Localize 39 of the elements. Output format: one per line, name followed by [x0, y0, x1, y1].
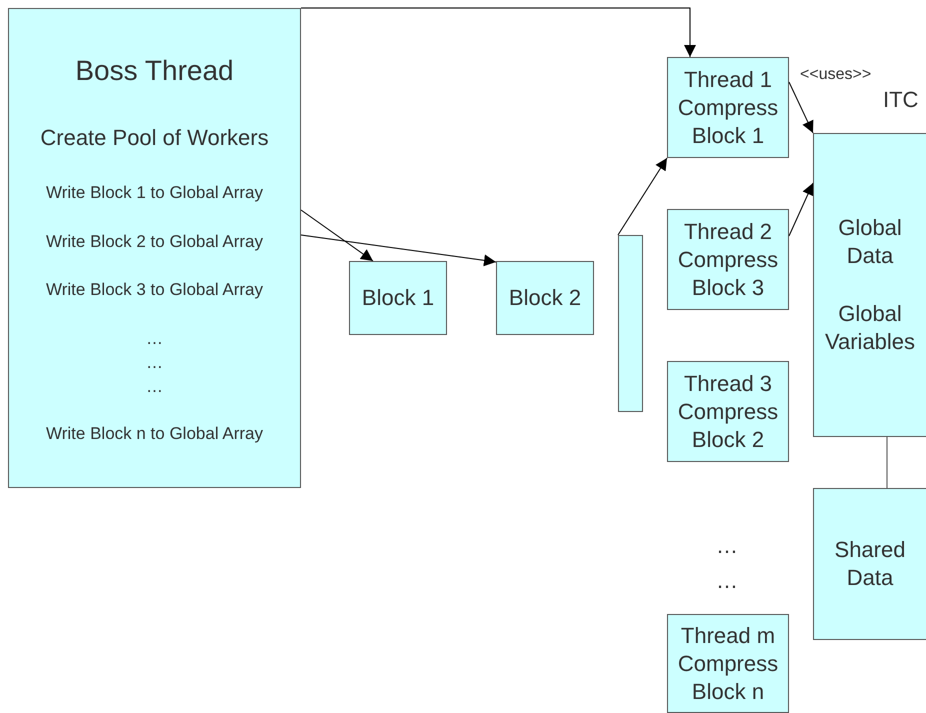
ellipsis-label: … [716, 533, 738, 559]
box-caption: ITC [883, 87, 918, 113]
arrow [300, 8, 696, 58]
ellipsis-label: … [716, 568, 738, 594]
box-text: Shared Data [834, 536, 906, 592]
process-box [813, 133, 926, 437]
box-text: … [145, 328, 164, 350]
process-box [667, 209, 789, 310]
process-box [349, 261, 447, 335]
bar-shape [618, 235, 643, 412]
box-text: Write Block 1 to Global Array [45, 182, 264, 204]
box-text: Thread m Compress Block n [676, 622, 780, 706]
edge-label: <<uses>> [800, 66, 872, 84]
box-text: Thread 2 Compress Block 3 [676, 218, 780, 302]
box-title: Boss Thread [74, 54, 235, 88]
box-text: Write Block n to Global Array [45, 422, 264, 444]
process-box [496, 261, 594, 335]
connector-line [886, 436, 888, 488]
process-box [8, 8, 301, 488]
box-text: Block 1 [362, 284, 434, 312]
arrow [788, 182, 814, 236]
box-text: Write Block 2 to Global Array [45, 230, 264, 252]
process-box [667, 57, 789, 158]
box-text: Global Variables [824, 300, 916, 356]
process-box [813, 488, 926, 640]
box-text: … [145, 352, 164, 374]
box-text: … [145, 376, 164, 398]
box-text: Global Data [837, 214, 903, 270]
box-text: Thread 1 Compress Block 1 [676, 66, 780, 150]
arrow [788, 82, 814, 134]
arrow [300, 234, 496, 266]
box-text: Write Block 3 to Global Array [45, 278, 264, 300]
box-text: Create Pool of Workers [39, 124, 270, 152]
process-box [667, 361, 789, 462]
box-text: Block 2 [508, 284, 582, 312]
arrow [300, 210, 374, 262]
arrow [618, 158, 668, 236]
box-text: Thread 3 Compress Block 2 [676, 370, 780, 454]
process-box [667, 614, 789, 713]
